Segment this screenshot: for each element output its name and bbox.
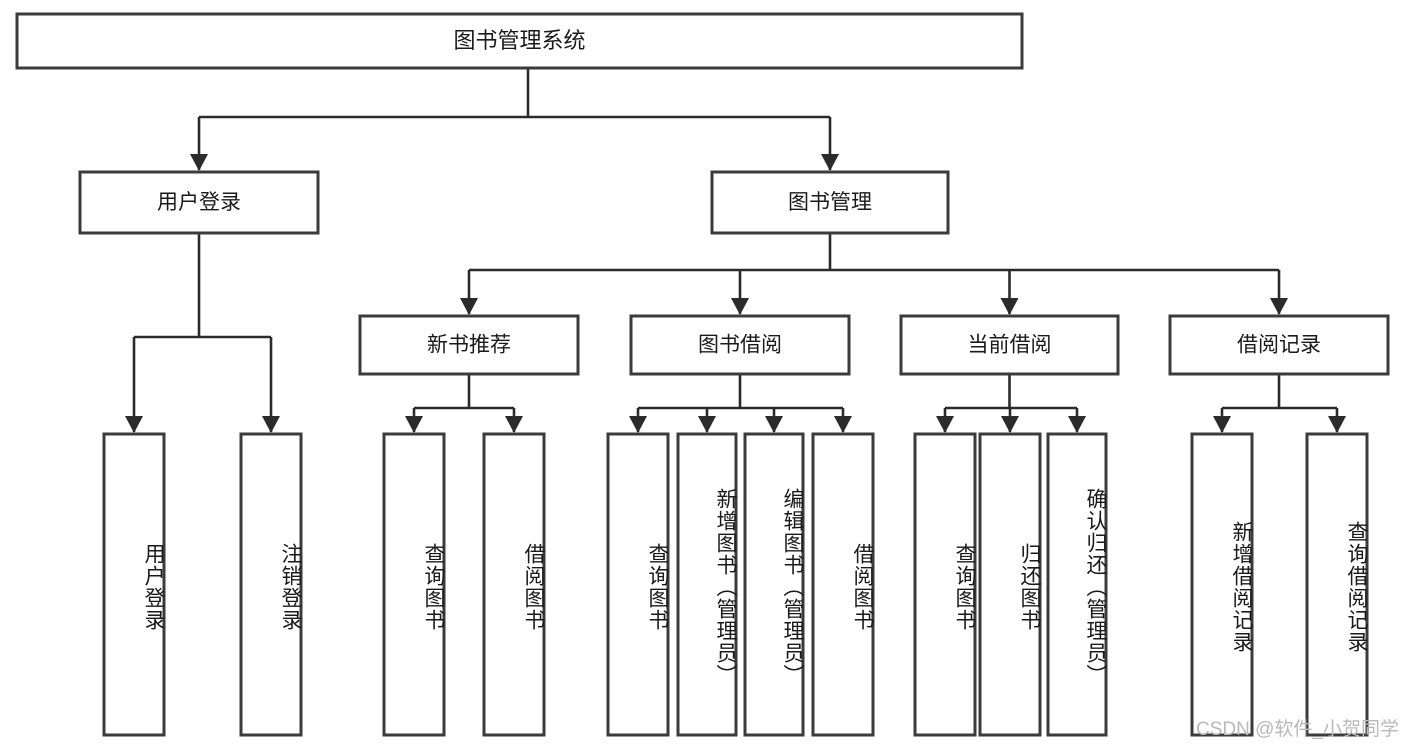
arrowhead-current-borrow	[1000, 298, 1019, 315]
node-label-book-borrow: 图书借阅	[698, 334, 782, 357]
node-label-user-login: 用户登录	[157, 191, 241, 214]
node-label-current-borrow: 当前借阅	[968, 334, 1052, 357]
node-current-borrow[interactable]	[899, 314, 1120, 376]
node-book-manage[interactable]	[710, 170, 950, 235]
arrowhead-leaf-rec-borrow-book	[505, 416, 523, 433]
node-leaf-cur-confirm-return[interactable]	[1046, 432, 1108, 737]
node-book-borrow[interactable]	[629, 314, 851, 376]
arrowhead-leaf-user-login	[125, 416, 143, 433]
arrowhead-book-manage	[821, 154, 839, 171]
arrowhead-leaf-borrow-add-book	[698, 416, 716, 433]
connector-layer	[125, 68, 1346, 433]
arrowhead-new-book-rec	[460, 298, 478, 315]
node-label-borrow-record: 借阅记录	[1237, 334, 1321, 357]
node-leaf-cur-query-book[interactable]	[913, 432, 977, 737]
node-leaf-rec-borrow-book[interactable]	[482, 432, 546, 737]
node-borrow-record[interactable]	[1168, 314, 1390, 376]
node-leaf-cur-return-book[interactable]	[978, 432, 1042, 737]
arrowhead-leaf-cur-query-book	[936, 416, 954, 433]
node-user-login[interactable]	[78, 170, 320, 235]
node-leaf-borrow-borrow-book[interactable]	[811, 432, 875, 737]
node-root[interactable]	[15, 12, 1024, 70]
node-leaf-rec-query-record[interactable]	[1305, 432, 1369, 737]
node-leaf-rec-add-record[interactable]	[1190, 432, 1254, 737]
arrowhead-leaf-borrow-query-book	[629, 416, 647, 433]
arrowhead-leaf-cur-return-book	[1001, 416, 1019, 433]
arrowhead-borrow-record	[1270, 298, 1288, 315]
node-label-root: 图书管理系统	[453, 28, 585, 53]
arrowhead-leaf-cur-confirm-return	[1068, 416, 1086, 433]
arrowhead-leaf-rec-add-record	[1213, 416, 1231, 433]
node-new-book-rec[interactable]	[358, 314, 580, 376]
node-box-layer	[15, 12, 1390, 737]
arrowhead-leaf-rec-query-book	[405, 416, 423, 433]
node-leaf-user-login[interactable]	[102, 432, 166, 737]
node-leaf-borrow-edit-book[interactable]	[743, 432, 805, 737]
node-label-new-book-rec: 新书推荐	[427, 334, 511, 357]
arrowhead-leaf-user-logout	[262, 416, 280, 433]
node-label-book-manage: 图书管理	[788, 191, 872, 214]
node-leaf-borrow-add-book[interactable]	[676, 432, 738, 737]
arrowhead-leaf-borrow-edit-book	[765, 416, 783, 433]
arrowhead-user-login	[190, 154, 208, 171]
node-leaf-user-logout[interactable]	[239, 432, 303, 737]
node-leaf-rec-query-book[interactable]	[382, 432, 446, 737]
arrowhead-book-borrow	[731, 298, 749, 315]
node-leaf-borrow-query-book[interactable]	[606, 432, 670, 737]
arrowhead-leaf-rec-query-record	[1328, 416, 1346, 433]
csdn-watermark: CSDN @软件_小贺同学	[1196, 719, 1399, 740]
arrowhead-leaf-borrow-borrow-book	[834, 416, 852, 433]
